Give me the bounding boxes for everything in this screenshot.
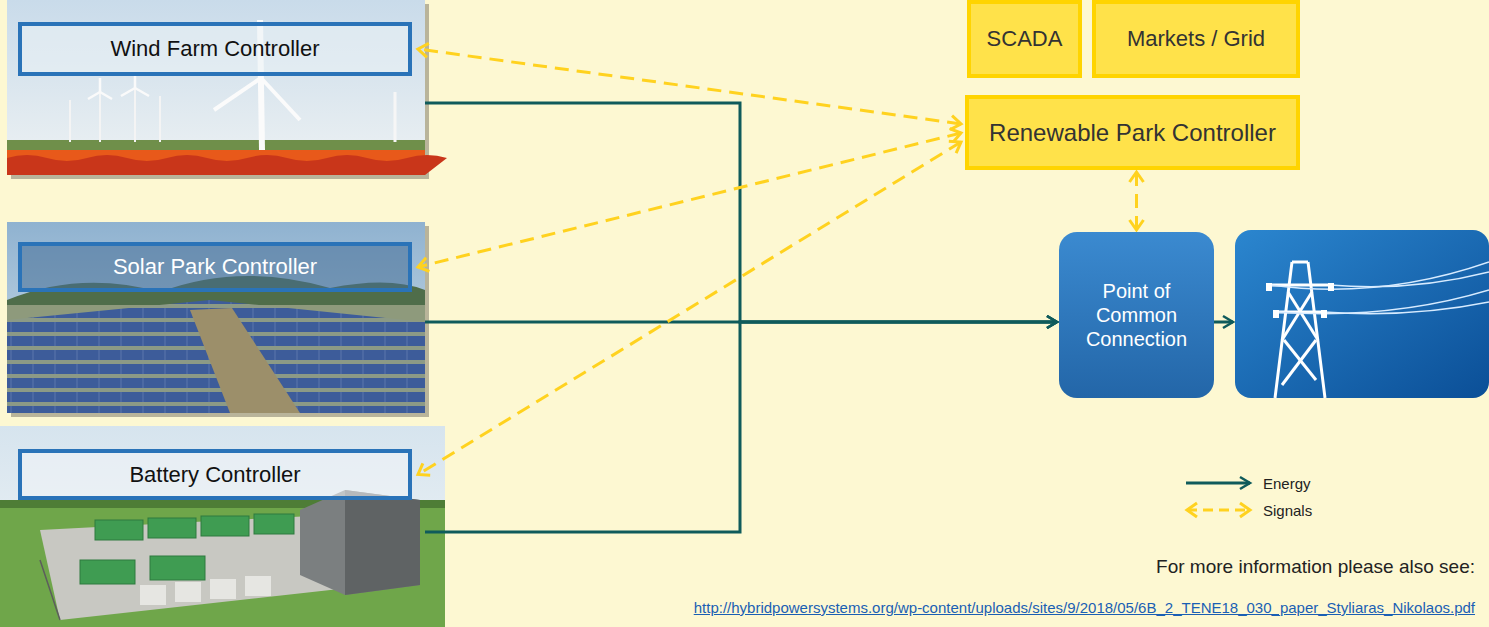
url-link: http://hybridpowersystems.org/wp-content… [694,599,1475,616]
controller-panel: Wind Farm Controller [7,0,425,175]
legend-sample [1183,499,1255,521]
controller-label: Battery Controller [18,449,412,500]
signal-line [1135,172,1138,230]
node-text: Renewable Park Controller [989,119,1276,147]
legend-row: Energy [1183,472,1311,494]
controller-box: SCADA [967,0,1082,78]
controller-box: Markets / Grid [1092,0,1300,78]
battery-storage-photo [0,426,445,627]
legend-sample [1183,472,1255,494]
legend-text: Signals [1263,502,1312,519]
controller-label: Wind Farm Controller [18,22,412,76]
legend-text: Energy [1263,475,1311,492]
legend-row: Signals [1183,499,1312,521]
controller-panel: Solar Park Controller [7,222,425,413]
legend-line [1186,482,1250,485]
legend-line [1187,509,1250,512]
controller-panel: Battery Controller [7,426,425,627]
power-grid-icon [1235,230,1489,398]
signal-line [418,49,961,124]
energy-line [425,322,1057,532]
signal-line [418,133,961,267]
energy-line [425,103,1057,322]
node-text: Point of Common Connection [1071,279,1202,351]
node-text: Markets / Grid [1127,26,1265,52]
controller-box: Renewable Park Controller [965,95,1300,170]
wind-farm-photo [7,0,447,175]
connection-box: Point of Common Connection [1059,232,1214,398]
controller-label: Solar Park Controller [18,242,412,292]
node-text: SCADA [987,26,1063,52]
signal-line [418,142,961,475]
solar-park-photo [7,222,425,413]
note-text: For more information please also see: [1156,556,1475,578]
